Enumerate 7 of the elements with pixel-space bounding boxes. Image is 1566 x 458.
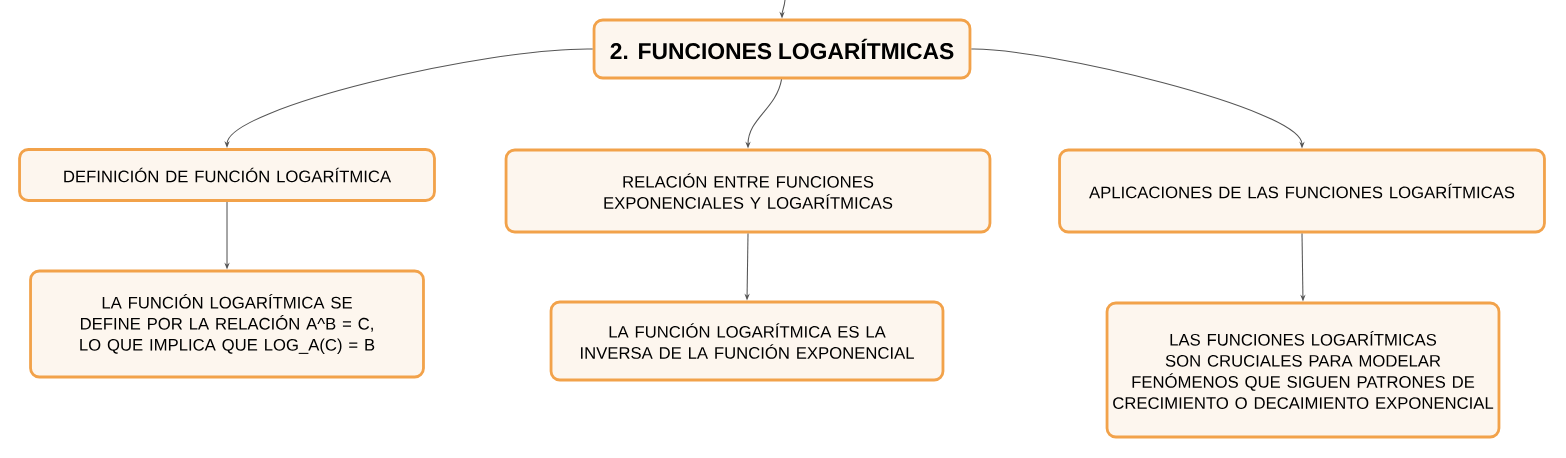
detail-box: LAS FUNCIONES LOGARÍTMICAS SON CRUCIALES PARA MODELAR FENÓMENOS QUE SIGUEN PATRONES DE CRECIMIENTO O DECAIMIENTO EXPONENCIAL: [1105, 301, 1501, 439]
subtopic-box: DEFINICIÓN DE FUNCIÓN LOGARÍTMICA: [18, 148, 436, 202]
subtopic-box: RELACIÓN ENTRE FUNCIONES EXPONENCIALES Y LOGARÍTMICAS: [504, 148, 992, 234]
topic-box: 2. FUNCIONES LOGARÍTMICAS: [592, 18, 972, 80]
detail-box: LA FUNCIÓN LOGARÍTMICA ES LA INVERSA DE LA FUNCIÓN EXPONENCIAL: [549, 300, 945, 382]
detail-box: LA FUNCIÓN LOGARÍTMICA SE DEFINE POR LA RELACIÓN A^B = C, LO QUE IMPLICA QUE LOG_A(C) = B: [29, 269, 425, 379]
subtopic-box: APLICACIONES DE LAS FUNCIONES LOGARÍTMICAS: [1058, 148, 1546, 234]
